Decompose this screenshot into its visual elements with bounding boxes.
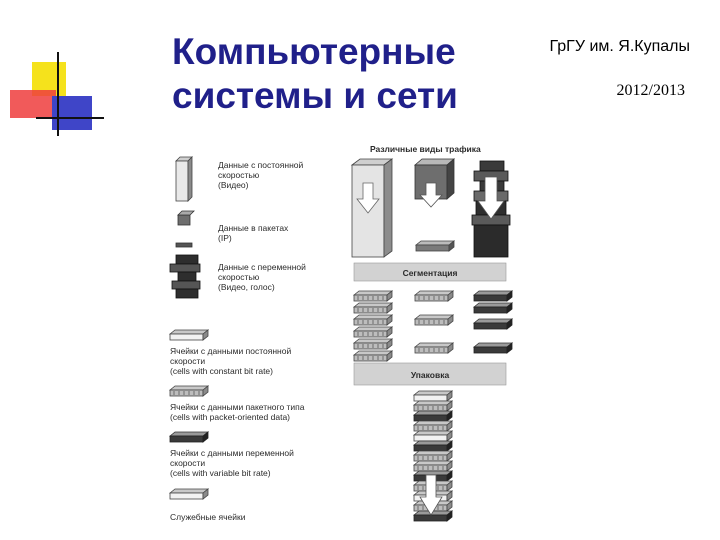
traffic-packet-column: [413, 158, 456, 252]
packing-stage-bar: [353, 362, 507, 386]
traffic-constant-column: [350, 158, 394, 258]
cell-legend-service-line1: Служебные ячейки: [170, 512, 246, 522]
traffic-variable-arrow: [477, 176, 505, 220]
cell-legend-variable-line2: скорости: [170, 458, 205, 468]
legend-variable-line2: скоростью: [218, 272, 260, 282]
legend-variable-block: [169, 254, 201, 299]
traffic-variable-column: [471, 160, 511, 258]
deco-red-square: [10, 90, 56, 118]
cell-legend-variable-line3: (cells with variable bit rate): [170, 468, 271, 478]
legend-constant-line1: Данные с постоянной: [218, 160, 304, 170]
traffic-packet-small: [415, 240, 455, 252]
page-title: Компьютерные системы и сети: [172, 30, 512, 118]
segmentation-stage-bar: [353, 262, 507, 282]
atm-traffic-diagram: Данные с постоянной скоростью (Видео) Да…: [169, 144, 513, 522]
corner-decoration: [10, 52, 104, 136]
cell-legend-variable-line1: Ячейки с данными переменной: [170, 448, 294, 458]
legend-packet-block: [177, 214, 191, 226]
cell-legend-packet-line1: Ячейки с данными пакетного типа: [170, 402, 305, 412]
legend-variable-rate: Данные с переменной скоростью (Видео, го…: [169, 254, 306, 299]
cell-legend-constant-line1: Ячейки с данными постоянной: [170, 346, 291, 356]
legend-variable-line3: (Видео, голос): [218, 282, 275, 292]
title-line-1: Компьютерные: [172, 31, 456, 72]
title-line-2: системы и сети: [172, 75, 458, 116]
legend-packet-small-block: [175, 242, 193, 248]
legend-constant-rate: Данные с постоянной скоростью (Видео): [175, 156, 304, 202]
legend-packet-data: Данные в пакетах (IP): [175, 210, 289, 248]
academic-year: 2012/2013: [616, 82, 685, 99]
cell-legend-packet-line2: (cells with packet-oriented data): [170, 412, 290, 422]
legend-constant-line3: (Видео): [218, 180, 249, 190]
traffic-title: Различные виды трафика: [370, 144, 481, 154]
legend-variable-line1: Данные с переменной: [218, 262, 306, 272]
cell-legend-packet-icon: [169, 385, 209, 397]
legend-constant-block-side: [187, 156, 193, 202]
cell-legend-service-icon: [169, 488, 209, 500]
cell-legend-constant-line2: скорости: [170, 356, 205, 366]
multiplexed-cell-stream: [413, 390, 453, 522]
cell-legend-constant-line3: (cells with constant bit rate): [170, 366, 273, 376]
legend-packet-block-top: [177, 210, 195, 216]
legend-constant-block: [175, 160, 189, 202]
cells-legend: Ячейки с данными постоянной скорости (ce…: [169, 329, 305, 522]
traffic-packet-arrow: [419, 182, 443, 208]
packing-label: Упаковка: [411, 370, 450, 380]
legend-packet-line2: (IP): [218, 233, 232, 243]
legend-constant-line2: скоростью: [218, 170, 260, 180]
legend-packet-line1: Данные в пакетах: [218, 223, 289, 233]
institution-label: ГрГУ им. Я.Купалы: [549, 38, 690, 55]
segmentation-label: Сегментация: [403, 268, 458, 278]
cell-legend-variable-icon: [169, 431, 209, 443]
segmented-cells: [353, 290, 513, 362]
cell-legend-constant-icon: [169, 329, 209, 341]
traffic-constant-arrow: [356, 182, 380, 214]
stream-arrow: [419, 474, 443, 516]
